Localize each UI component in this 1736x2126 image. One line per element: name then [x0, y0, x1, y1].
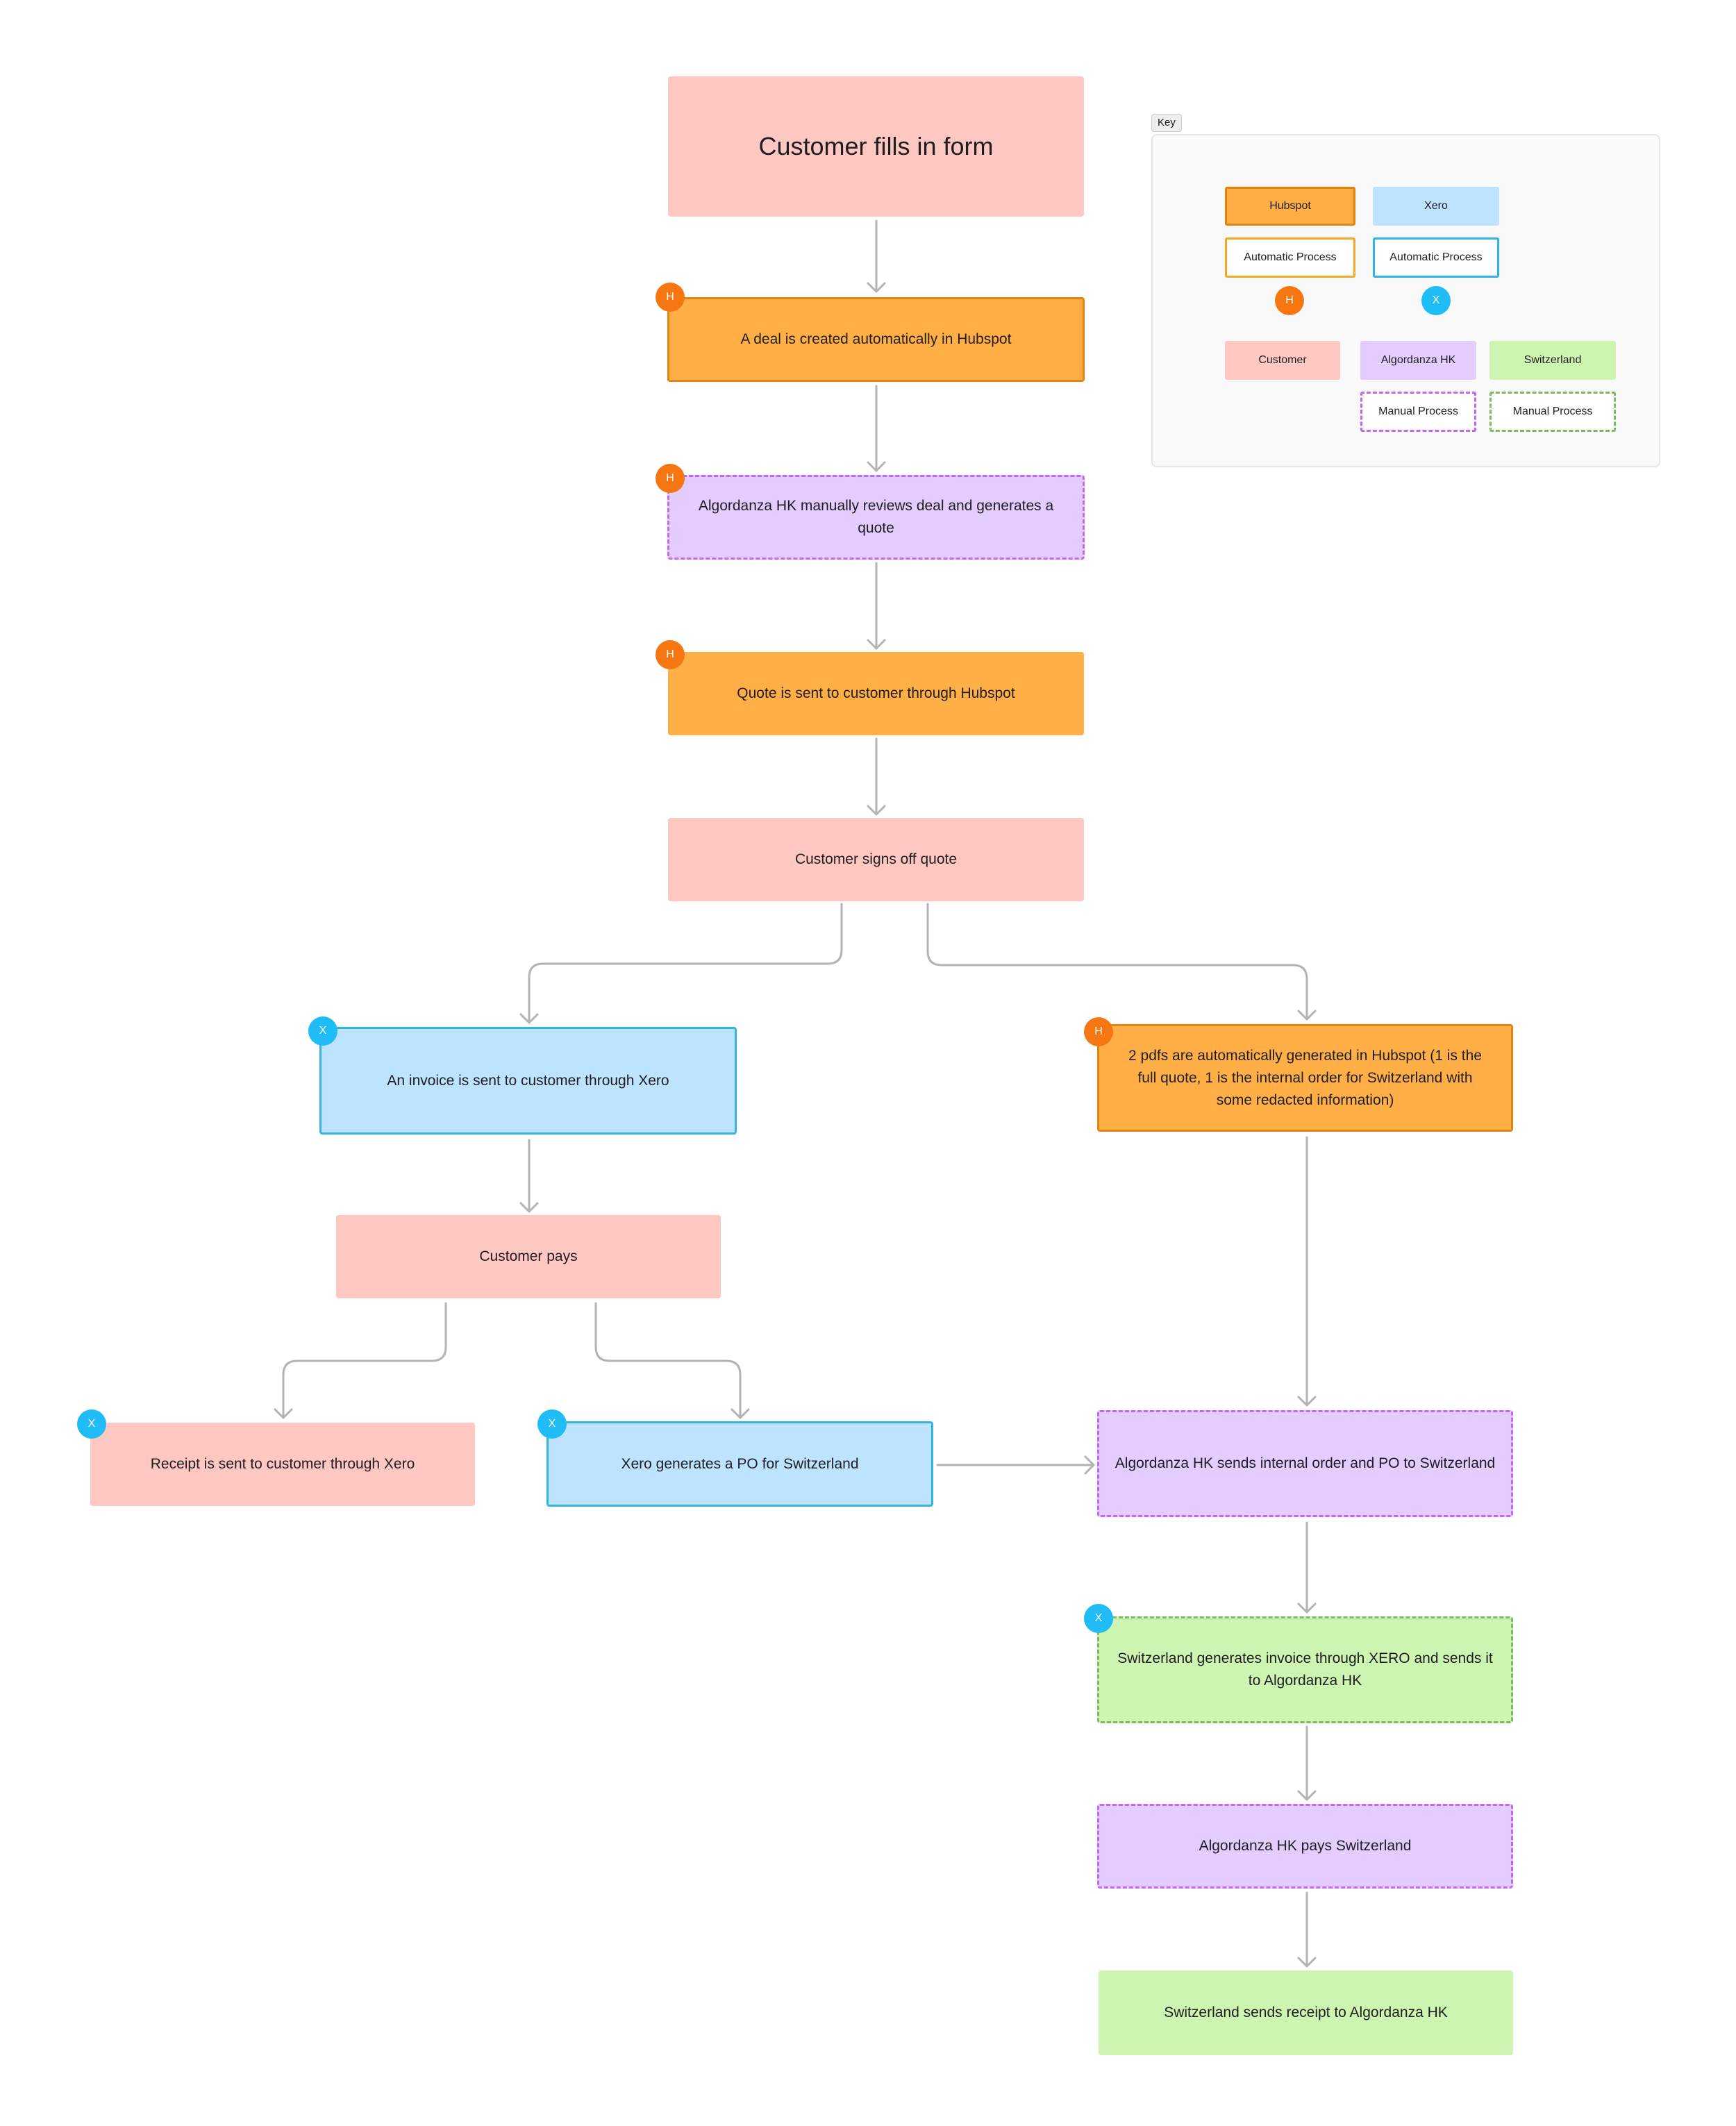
- hubspot-badge-icon: H: [1084, 1017, 1113, 1046]
- arrowhead: [1297, 1790, 1317, 1801]
- arrowhead: [867, 461, 886, 472]
- hubspot-badge-icon: H: [656, 640, 685, 669]
- node-pdfs-generated[interactable]: 2 pdfs are automatically generated in Hu…: [1097, 1024, 1513, 1132]
- node-quote-sent[interactable]: Quote is sent to customer through Hubspo…: [668, 652, 1084, 735]
- xero-badge-icon: X: [1084, 1604, 1113, 1633]
- node-label: Receipt is sent to customer through Xero: [150, 1456, 415, 1472]
- node-label: Customer pays: [479, 1248, 578, 1264]
- node-receipt-sent[interactable]: Receipt is sent to customer through Xero: [90, 1423, 475, 1506]
- key-tag: Key: [1151, 114, 1182, 132]
- key-switzerland: Switzerland: [1489, 341, 1616, 380]
- node-label: Customer fills in form: [758, 132, 994, 160]
- node-label: Algordanza HK manually reviews deal and …: [698, 498, 1054, 536]
- arrowhead: [867, 639, 886, 650]
- key-panel: Hubspot Xero Automatic Process Automatic…: [1151, 134, 1660, 467]
- arrowhead: [867, 805, 886, 816]
- node-label: A deal is created automatically in Hubsp…: [740, 331, 1012, 347]
- node-customer-fills-form[interactable]: Customer fills in form: [668, 76, 1084, 217]
- connector-signoff-to-invoice: [528, 903, 843, 1024]
- key-hubspot-badge-icon: H: [1275, 286, 1304, 315]
- node-label: 2 pdfs are automatically generated in Hu…: [1128, 1047, 1482, 1108]
- xero-badge-icon: X: [537, 1409, 567, 1439]
- key-automatic-process-xero: Automatic Process: [1373, 237, 1499, 278]
- arrowhead: [1084, 1455, 1095, 1475]
- key-customer: Customer: [1225, 341, 1340, 380]
- key-manual-process-algordanza: Manual Process: [1360, 392, 1476, 432]
- key-manual-process-switzerland: Manual Process: [1489, 392, 1616, 432]
- hubspot-badge-icon: H: [656, 283, 685, 312]
- arrowhead: [519, 1202, 539, 1213]
- key-automatic-process-hubspot: Automatic Process: [1225, 237, 1355, 278]
- key-algordanza-hk: Algordanza HK: [1360, 341, 1476, 380]
- connector-signoff-to-pdfs: [926, 903, 1308, 1021]
- arrowhead: [1297, 1396, 1317, 1407]
- node-label: Algordanza HK sends internal order and P…: [1115, 1455, 1496, 1471]
- xero-badge-icon: X: [77, 1409, 106, 1439]
- connector-pays-to-receipt: [282, 1302, 447, 1419]
- node-invoice-sent[interactable]: An invoice is sent to customer through X…: [319, 1027, 737, 1135]
- arrowhead: [731, 1408, 750, 1419]
- arrowhead: [1297, 1602, 1317, 1614]
- key-hubspot: Hubspot: [1225, 187, 1355, 226]
- node-label: Switzerland generates invoice through XE…: [1117, 1650, 1493, 1689]
- arrowhead: [274, 1408, 293, 1419]
- node-customer-signs-off[interactable]: Customer signs off quote: [668, 818, 1084, 901]
- node-label: Switzerland sends receipt to Algordanza …: [1164, 2004, 1448, 2020]
- node-deal-created[interactable]: A deal is created automatically in Hubsp…: [667, 297, 1085, 382]
- node-label: Algordanza HK pays Switzerland: [1199, 1838, 1412, 1854]
- node-label: Xero generates a PO for Switzerland: [621, 1455, 859, 1472]
- arrowhead: [519, 1013, 539, 1024]
- arrowhead: [1297, 1010, 1317, 1021]
- node-label: An invoice is sent to customer through X…: [387, 1072, 669, 1089]
- node-po-generated[interactable]: Xero generates a PO for Switzerland: [546, 1421, 933, 1507]
- node-send-order-po[interactable]: Algordanza HK sends internal order and P…: [1097, 1410, 1513, 1517]
- node-swiss-invoice[interactable]: Switzerland generates invoice through XE…: [1097, 1616, 1513, 1723]
- node-hk-pays-switzerland[interactable]: Algordanza HK pays Switzerland: [1097, 1804, 1513, 1889]
- key-xero: Xero: [1373, 187, 1499, 226]
- key-xero-badge-icon: X: [1421, 286, 1451, 315]
- arrowhead: [1297, 1957, 1317, 1968]
- hubspot-badge-icon: H: [656, 464, 685, 493]
- xero-badge-icon: X: [308, 1016, 337, 1046]
- node-manual-review[interactable]: Algordanza HK manually reviews deal and …: [667, 475, 1085, 560]
- node-swiss-receipt[interactable]: Switzerland sends receipt to Algordanza …: [1099, 1970, 1513, 2055]
- arrowhead: [867, 282, 886, 293]
- node-label: Customer signs off quote: [794, 851, 958, 867]
- connector-pays-to-po: [594, 1302, 742, 1419]
- node-label: Quote is sent to customer through Hubspo…: [737, 685, 1015, 701]
- node-customer-pays[interactable]: Customer pays: [336, 1215, 721, 1298]
